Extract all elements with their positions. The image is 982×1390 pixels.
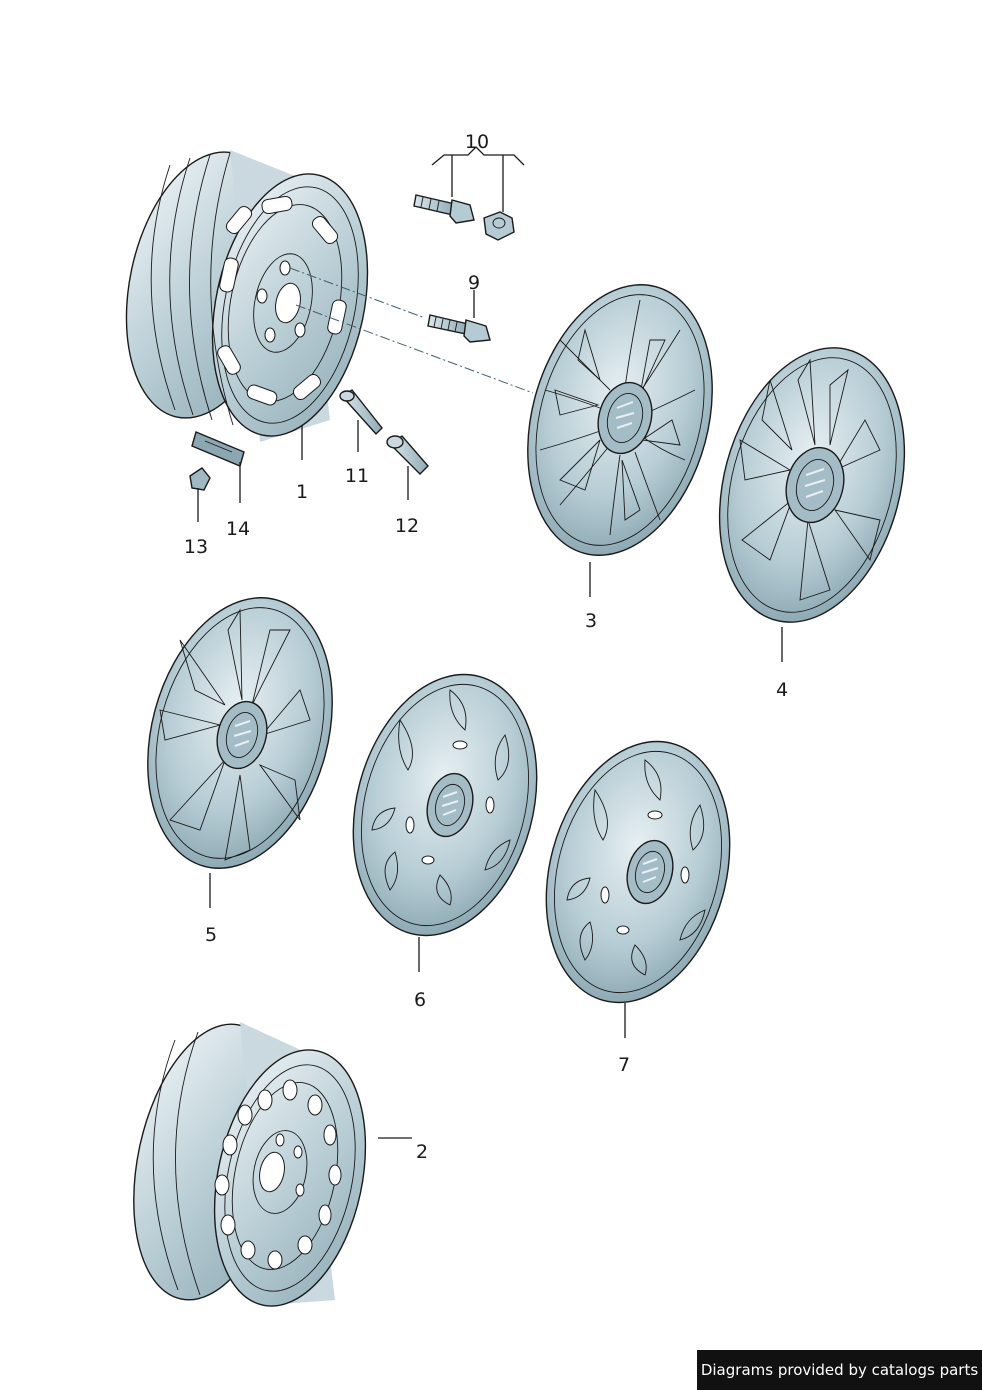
callout-1: 1 [296,481,308,503]
callout-6: 6 [414,989,426,1011]
callout-14: 14 [226,518,250,540]
hub-cap-7[interactable] [519,721,758,1023]
callout-12: 12 [395,515,419,537]
callout-9: 9 [468,272,480,294]
leader-bracket-10 [431,146,525,166]
hub-cap-4[interactable] [691,327,933,643]
axis-line [289,267,426,319]
axis-line [295,304,534,394]
callout-2: 2 [416,1141,428,1163]
balance-weight[interactable] [191,431,245,467]
callout-5: 5 [205,924,217,946]
callout-3: 3 [585,610,597,632]
wheel-nut[interactable] [483,211,515,241]
callout-4: 4 [776,679,788,701]
wheel-bolt[interactable] [427,314,491,343]
steel-wheel-spare[interactable] [110,1010,387,1320]
retaining-clip[interactable] [189,467,211,491]
callout-11: 11 [345,465,369,487]
hub-cap-5[interactable] [119,577,360,889]
hub-cap-6[interactable] [326,654,565,956]
wheel-bolt-long[interactable] [413,194,475,224]
callout-7: 7 [618,1054,630,1076]
tire-valve-metal[interactable] [386,435,429,475]
hub-cap-3[interactable] [499,264,740,576]
callout-10: 10 [465,131,489,153]
credit-banner: Diagrams provided by catalogs parts [697,1350,982,1390]
tire-valve[interactable] [339,389,383,436]
steel-wheel-rim[interactable] [104,137,390,450]
callout-13: 13 [184,536,208,558]
